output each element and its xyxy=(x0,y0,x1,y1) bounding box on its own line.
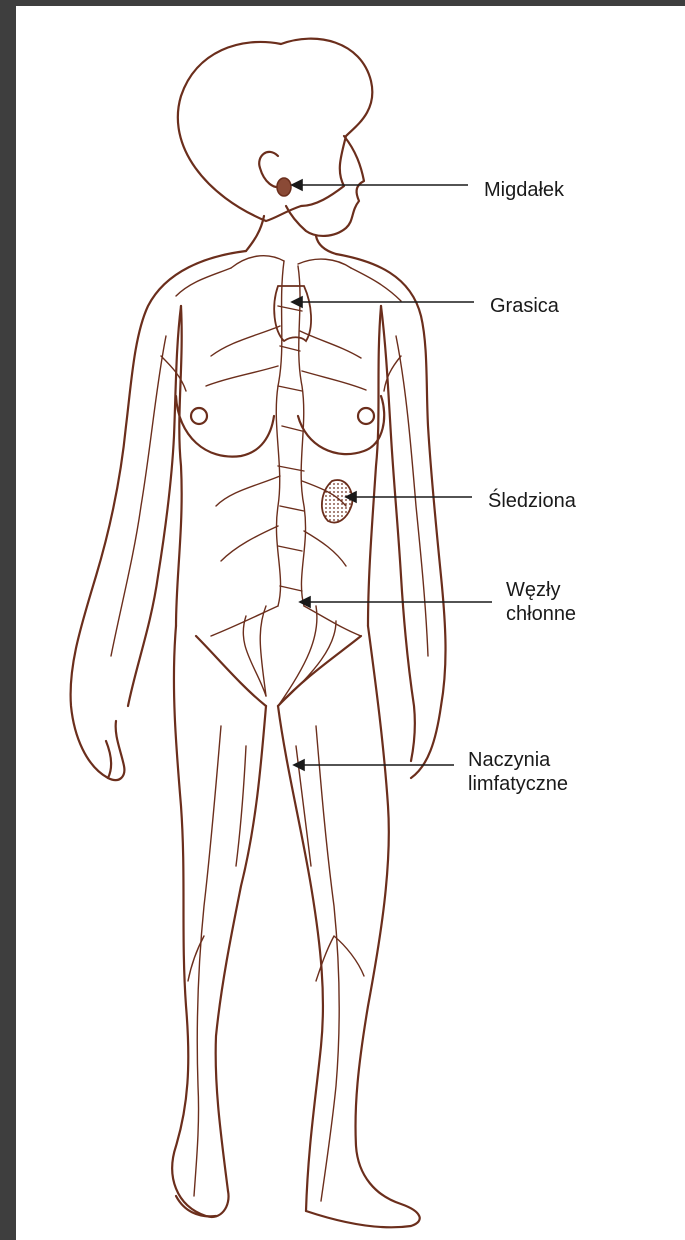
spleen-shape xyxy=(322,480,352,522)
thymus-shape xyxy=(274,286,311,341)
thymus-label: Grasica xyxy=(490,294,559,318)
leader-lines xyxy=(292,180,492,770)
lymph-vessels-label: Naczynia limfatyczne xyxy=(468,748,568,796)
lymph-vessels-label-line-2: limfatyczne xyxy=(468,772,568,796)
tonsil-arrow xyxy=(292,180,468,190)
lymph-vessels-arrow xyxy=(294,760,454,770)
spleen-label-text: Śledziona xyxy=(488,489,576,513)
lymph-nodes-label: Węzły chłonne xyxy=(506,578,576,626)
body-outline xyxy=(71,39,446,1228)
tonsil-label-text: Migdałek xyxy=(484,178,564,202)
lymph-nodes-arrow xyxy=(300,597,492,607)
thymus-label-text: Grasica xyxy=(490,294,559,318)
tonsil-label: Migdałek xyxy=(484,178,564,202)
diagram-canvas: Migdałek Grasica Śledziona Węzły chłonne… xyxy=(16,6,685,1240)
tonsil-shape xyxy=(277,178,291,196)
lymph-vessels-label-line-1: Naczynia xyxy=(468,748,568,772)
spleen-label: Śledziona xyxy=(488,489,576,513)
lymph-nodes-label-line-2: chłonne xyxy=(506,602,576,626)
spleen-arrow xyxy=(346,492,472,502)
lymphatic-system-figure xyxy=(16,6,685,1240)
lymph-nodes-label-line-1: Węzły xyxy=(506,578,576,602)
thymus-arrow xyxy=(292,297,474,307)
